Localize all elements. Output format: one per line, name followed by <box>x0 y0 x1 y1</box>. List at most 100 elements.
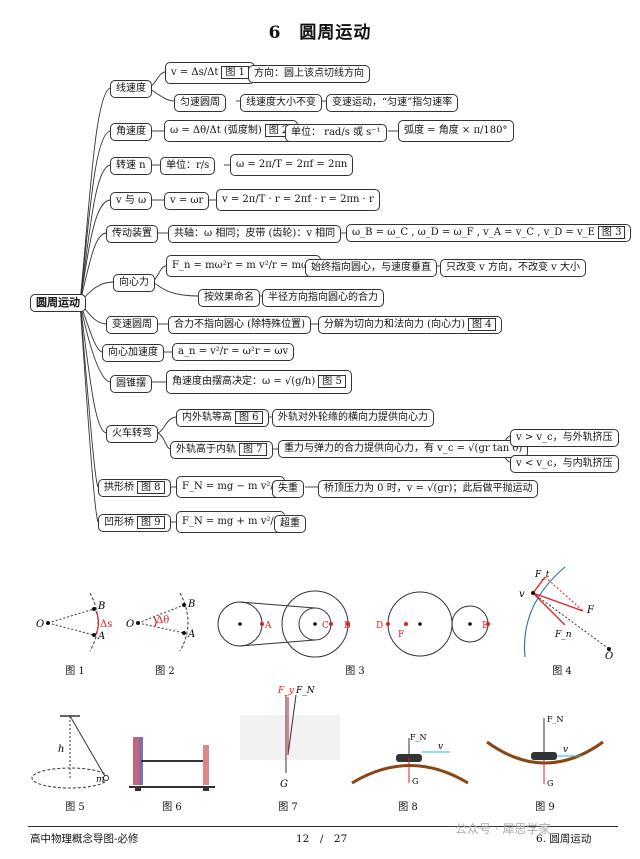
figure-9-caption: 图 9 <box>535 802 555 813</box>
figure-2-caption: 图 2 <box>155 666 175 677</box>
figure-5-caption: 图 5 <box>65 802 85 813</box>
svg-text:C: C <box>322 621 329 631</box>
svg-text:F_y: F_y <box>277 686 295 696</box>
svg-text:B: B <box>344 621 351 631</box>
node-angular-formula: ω = Δθ/Δt (弧度制)图 2 <box>164 120 299 142</box>
figure-3-caption: 图 3 <box>345 666 365 677</box>
figure-1: O B A Δs <box>36 592 112 652</box>
root-node: 圆周运动 <box>30 294 86 312</box>
node-v-omega: v 与 ω <box>110 192 153 210</box>
node-linear-velocity: 线速度 <box>110 80 152 98</box>
svg-text:Δθ: Δθ <box>156 615 169 626</box>
node-transmission-a: 共轴：ω 相同；皮带 (齿轮)：v 相同 <box>168 225 342 243</box>
node-concave-a: 超重 <box>274 515 306 533</box>
figure-7-caption: 图 7 <box>278 802 298 813</box>
footer-page-number: 12 / 27 <box>296 833 348 845</box>
node-centripetal-acceleration: 向心加速度 <box>102 344 164 362</box>
node-nonuniform-a: 合力不指向圆心 (除特殊位置) <box>168 316 311 334</box>
node-centripetal-formula: F_n = mω²r = m v²/r = mωv <box>166 255 321 277</box>
node-rotation-speed: 转速 n <box>110 157 152 175</box>
node-train-faster: v > v_c，与外轨挤压 <box>510 429 619 447</box>
svg-text:A: A <box>264 621 272 631</box>
footer-book-title: 高中物理概念导图-必修 <box>30 833 139 845</box>
node-train-level: 内外轨等高图 6 <box>176 409 269 427</box>
figure-1-caption: 图 1 <box>65 666 85 677</box>
node-centripetal-b: 只改变 v 方向，不改变 v 大小 <box>440 259 587 277</box>
figure-2: O B A Δθ <box>126 592 195 652</box>
node-arch-formula: F_N = mg − m v²/r <box>176 476 285 498</box>
node-pendulum-a: 角速度由摆高决定：ω = √(g/h)图 5 <box>166 370 352 394</box>
node-transmission-b: ω_B = ω_C , ω_D = ω_F , v_A = v_C , v_D … <box>346 224 632 242</box>
svg-text:A: A <box>97 631 105 642</box>
node-angular-unit: 单位： rad/s 或 s⁻¹ <box>285 124 387 142</box>
svg-text:F_N: F_N <box>547 715 564 724</box>
svg-text:B: B <box>97 601 105 612</box>
node-centripetal-c: 按效果命名 <box>198 289 260 307</box>
node-rotation-formula: ω = 2π/T = 2πf = 2πn <box>230 154 354 176</box>
figure-6-caption: 图 6 <box>162 802 182 813</box>
node-angular-velocity: 角速度 <box>110 123 152 141</box>
svg-text:O: O <box>126 619 134 630</box>
svg-text:F_n: F_n <box>554 630 572 640</box>
node-nonuniform-b: 分解为切向力和法向力 (向心力)图 4 <box>318 316 502 334</box>
node-nonuniform-circular: 变速圆周 <box>106 316 158 334</box>
node-uniform-circular: 匀速圆周 <box>174 94 226 112</box>
svg-text:v: v <box>519 589 525 600</box>
svg-text:G: G <box>547 779 553 788</box>
svg-text:G: G <box>280 779 288 790</box>
figure-9: F_N G v <box>486 715 604 788</box>
svg-text:F: F <box>398 630 404 640</box>
node-centripetal-d: 半径方向指向圆心的合力 <box>262 289 384 307</box>
node-concave-bridge: 凹形桥图 9 <box>98 514 171 532</box>
svg-text:A: A <box>187 629 195 640</box>
svg-text:Δs: Δs <box>100 619 112 630</box>
watermark: 公众号 · 犀思学家 <box>455 822 551 836</box>
svg-text:D: D <box>376 621 383 631</box>
node-velocity-direction: 方向：圆上该点切线方向 <box>248 65 370 83</box>
svg-text:O: O <box>605 651 613 660</box>
node-train-level-b: 外轨对外轮缘的横向力提供向心力 <box>272 409 434 427</box>
svg-text:F: F <box>586 605 595 616</box>
figure-5: h m <box>31 715 109 789</box>
node-transmission: 传动装置 <box>106 225 158 243</box>
node-centripetal-a: 始终指向圆心，与速度垂直 <box>305 259 437 277</box>
figure-6 <box>129 737 215 791</box>
svg-text:O: O <box>36 619 44 630</box>
figure-8: F_N G v <box>351 733 469 786</box>
svg-text:F_N: F_N <box>295 686 316 696</box>
node-v-omega-a: v = ωr <box>164 192 210 210</box>
node-variable-motion: 变速运动，“匀速”指匀速率 <box>326 94 459 112</box>
node-train-slower: v < v_c，与内轨挤压 <box>510 455 619 473</box>
svg-text:B: B <box>187 599 195 610</box>
figure-4-caption: 图 4 <box>552 666 572 677</box>
node-train-raised: 外轨高于内轨图 7 <box>170 441 273 459</box>
svg-text:E: E <box>482 621 489 631</box>
mindmap-connectors <box>79 71 511 523</box>
node-concave-formula: F_N = mg + m v²/r <box>176 511 285 533</box>
svg-text:m: m <box>96 775 105 785</box>
node-arch-bridge: 拱形桥图 8 <box>98 479 171 497</box>
node-train-turn: 火车转弯 <box>106 425 158 443</box>
node-arch-b: 桥顶压力为 0 时，v = √(gr)；此后做平抛运动 <box>318 480 539 498</box>
page-title: 6 圆周运动 <box>268 23 372 43</box>
svg-text:F_t: F_t <box>534 570 550 580</box>
node-speed-constant: 线速度大小不变 <box>240 94 322 112</box>
node-train-raised-b: 重力与弹力的合力提供向心力，有 v_c = √(gr tan θ) <box>278 440 529 458</box>
node-arch-a: 失重 <box>272 480 304 498</box>
svg-text:h: h <box>58 744 64 755</box>
node-centripetal-force: 向心力 <box>113 274 155 292</box>
svg-text:v: v <box>438 742 443 752</box>
node-conical-pendulum: 圆锥摆 <box>110 375 152 393</box>
node-acceleration-formula: a_n = v²/r = ω²r = ωv <box>172 343 295 361</box>
node-rotation-unit: 单位：r/s <box>160 157 216 175</box>
svg-text:v: v <box>563 745 568 755</box>
node-v-omega-b: v = 2π/T · r = 2πf · r = 2πn · r <box>216 189 380 211</box>
svg-text:G: G <box>412 777 418 786</box>
footer-rule <box>28 826 618 827</box>
figure-8-caption: 图 8 <box>398 802 418 813</box>
node-radian-conversion: 弧度 = 角度 × π/180° <box>398 120 514 142</box>
figure-3: A C B D F E <box>217 590 490 658</box>
svg-text:F_N: F_N <box>410 733 427 742</box>
figure-4: v F_t F F_n O <box>519 566 613 660</box>
